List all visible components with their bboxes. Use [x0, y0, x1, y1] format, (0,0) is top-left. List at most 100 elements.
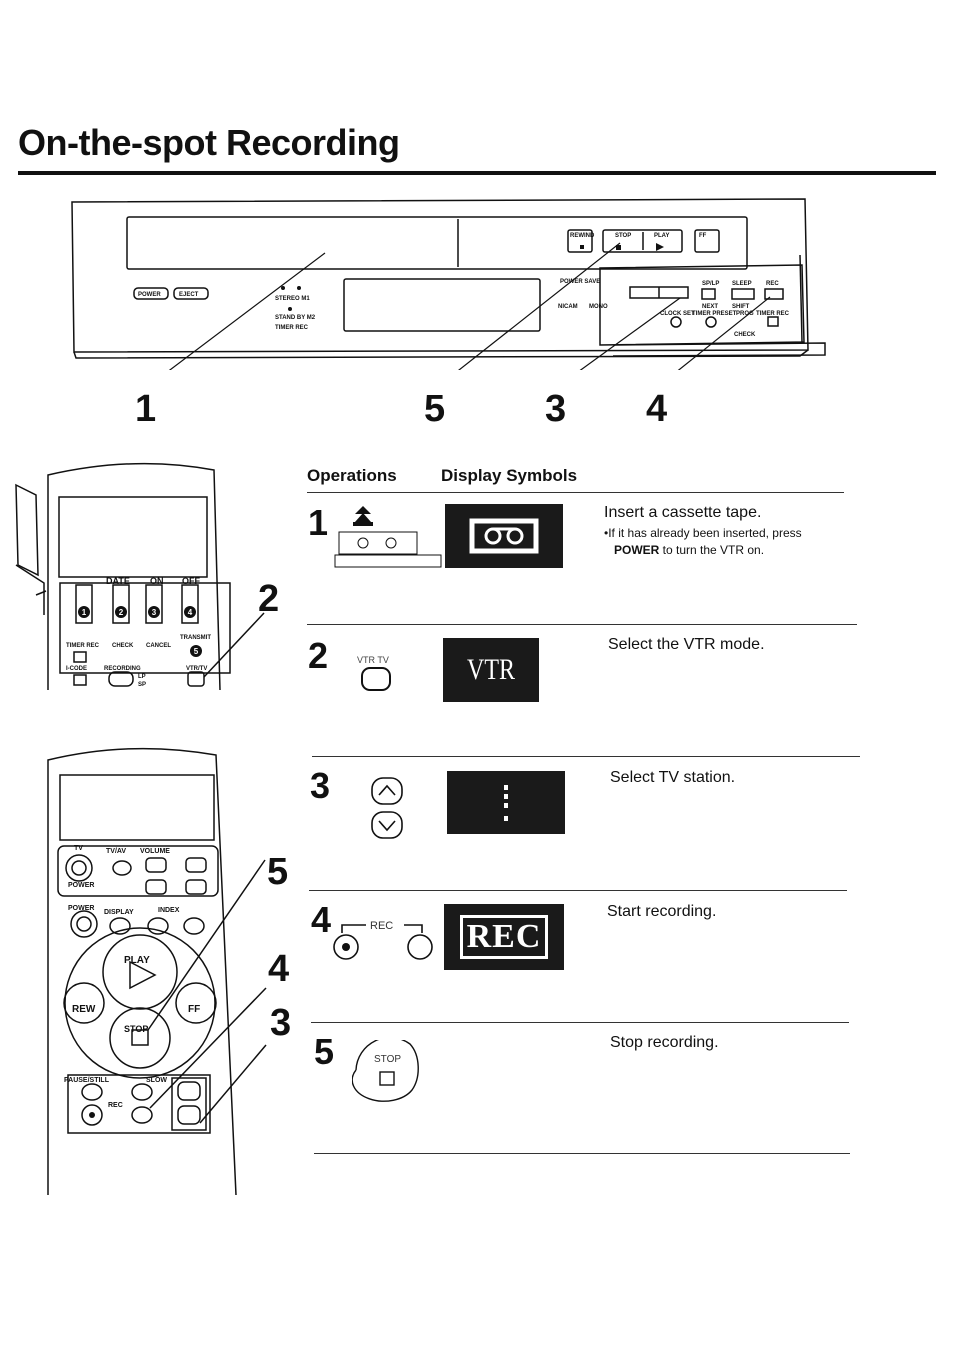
remote2-volume-label: VOLUME [140, 848, 170, 855]
remote-icode-label: I-CODE [66, 666, 87, 672]
step-3-description: Select TV station. [610, 769, 736, 786]
channel-up-down-icon [371, 777, 403, 839]
remote2-play-label: PLAY [124, 955, 150, 966]
vcr-eject-label: EJECT [179, 292, 199, 298]
step-5-number: 5 [314, 1031, 335, 1072]
remote2-power-label: POWER [68, 882, 94, 889]
vcr-timer-preset-label: TIMER PRESET [692, 311, 737, 317]
remote2-rec-label: REC [108, 1102, 123, 1109]
remote-top-callout-2: 2 [258, 578, 280, 620]
step-1-number: 1 [308, 502, 329, 543]
vcr-sleep-label: SLEEP [732, 281, 752, 287]
remote-off-label: OFF [182, 576, 200, 586]
remote2-power-vtr-label: POWER [68, 905, 94, 912]
display-channel-symbol [447, 771, 565, 834]
remote2-callout-5: 5 [267, 851, 289, 893]
cassette-insert-icon [334, 506, 442, 568]
vtrtv-button-icon [361, 667, 391, 691]
channel-dots-icon [504, 784, 508, 821]
title-rule [18, 171, 936, 175]
stop-button-label: STOP [374, 1054, 401, 1065]
step-divider [309, 890, 847, 891]
table-bottom-rule [314, 1153, 850, 1154]
vcr-power-save-label: POWER SAVE [560, 279, 600, 285]
step-4-description: Start recording. [607, 903, 717, 920]
vcr-next-label: NEXT [702, 304, 718, 310]
step-1-note: •If it has already been inserted, press … [604, 525, 849, 559]
remote2-tvav-label: TV/AV [106, 848, 126, 855]
remote2-ff-label: FF [188, 1004, 200, 1015]
step-3-number: 3 [310, 765, 331, 806]
remote-digit-5: 5 [194, 647, 199, 656]
table-rule [307, 492, 844, 493]
remote2-tv-label: TV [74, 845, 83, 852]
vcr-shift-label: SHIFT [732, 304, 750, 310]
vcr-nicam-label: NICAM [558, 304, 578, 310]
remote-recording-label: RECORDING [104, 666, 141, 672]
display-vtr-symbol: VTR [443, 638, 539, 702]
remote-vtrtv-label: VTR/TV [186, 666, 207, 672]
vcr-clock-set-label: CLOCK SET [660, 311, 695, 317]
vcr-timer-rec-label: TIMER REC [275, 325, 309, 331]
remote-top-illustration: DATE ON OFF TIMER REC CHECK CANCEL TRANS… [15, 462, 265, 691]
vcr-callout-1: 1 [135, 388, 157, 430]
remote2-slow-label: SLOW [146, 1077, 167, 1084]
remote2-callout-3: 3 [270, 1002, 292, 1044]
vcr-play-label: PLAY [654, 233, 669, 239]
display-cassette-symbol [445, 504, 563, 568]
remote2-stop-label: STOP [124, 1024, 148, 1034]
step-divider [307, 624, 857, 625]
remote2-index-label: INDEX [158, 907, 180, 914]
vcr-stop-label: STOP [615, 233, 631, 239]
vcr-timer-rec-r-label: TIMER REC [756, 311, 790, 317]
remote-date-label: DATE [106, 576, 130, 586]
vcr-callout-4: 4 [646, 388, 668, 430]
vcr-callout-5: 5 [424, 388, 446, 430]
remote-transmit-label: TRANSMIT [180, 635, 211, 641]
remote-on-label: ON [150, 576, 164, 586]
remote2-display-label: DISPLAY [104, 909, 134, 916]
step-divider [311, 1022, 849, 1023]
page-title: On-the-spot Recording [18, 122, 400, 163]
remote2-rew-label: REW [72, 1004, 96, 1015]
stop-button-icon: STOP [352, 1040, 419, 1102]
step-1-note-suffix: to turn the VTR on. [659, 543, 765, 557]
cassette-icon [469, 518, 539, 554]
vcr-standby-label: STAND BY M2 [275, 315, 316, 321]
remote-sp-label: SP [138, 682, 146, 688]
remote-digit-2: 2 [119, 608, 124, 617]
vtrtv-button-label: VTR TV [357, 655, 389, 665]
display-rec-symbol: REC [444, 904, 564, 970]
remote-bottom-illustration: TV TV/AV VOLUME POWER POWER DISPLAY INDE… [47, 747, 267, 1196]
header-display-symbols: Display Symbols [441, 466, 578, 485]
vcr-mono-label: MONO [589, 304, 608, 310]
rec-buttons-icon: REC [333, 920, 433, 960]
vcr-stereo-label: STEREO M1 [275, 296, 310, 302]
vcr-check-label: CHECK [734, 332, 756, 338]
step-divider [312, 756, 860, 757]
step-4-number: 4 [311, 899, 332, 940]
step-1-description: Insert a cassette tape. [604, 504, 762, 521]
remote-cancel-label: CANCEL [146, 643, 171, 649]
vcr-prog-label: PROG [736, 311, 754, 317]
step-1-note-text: •If it has already been inserted, press [604, 526, 802, 540]
remote-digit-3: 3 [152, 608, 157, 617]
remote2-callout-4: 4 [268, 948, 290, 990]
vcr-callout-3: 3 [545, 388, 567, 430]
vcr-rewind-label: REWIND [570, 233, 595, 239]
vcr-power-label: POWER [138, 292, 161, 298]
vcr-rec-label: REC [766, 281, 779, 287]
rec-button-label: REC [370, 920, 393, 932]
remote-check-label: CHECK [112, 643, 134, 649]
step-2-description: Select the VTR mode. [608, 636, 765, 653]
step-5-description: Stop recording. [610, 1034, 719, 1051]
rec-display-text: REC [459, 915, 549, 959]
remote2-pause-label: PAUSE/STILL [64, 1077, 110, 1084]
remote-digit-4: 4 [188, 608, 193, 617]
header-operations: Operations [307, 466, 397, 485]
step-1-note-power: POWER [614, 543, 660, 557]
vcr-front-panel: REWIND STOP PLAY FF POWER EJECT STEREO M… [71, 198, 826, 370]
remote-lp-label: LP [138, 674, 146, 680]
remote-digit-1: 1 [82, 608, 87, 617]
vcr-sp-lp-label: SP/LP [702, 281, 719, 287]
